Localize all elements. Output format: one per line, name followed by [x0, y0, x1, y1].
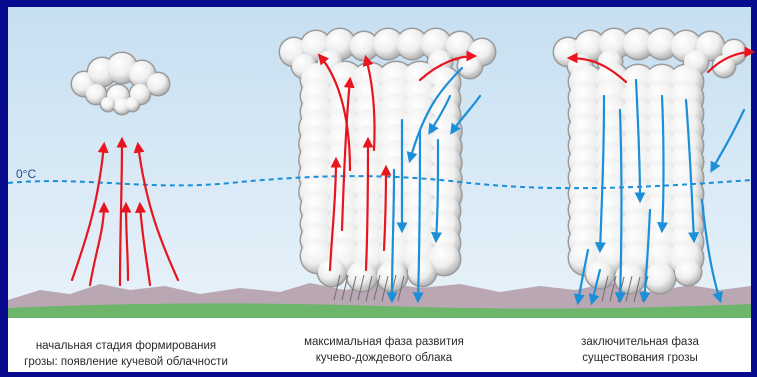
- caption-initial-stage: начальная стадия формирования грозы: поя…: [10, 338, 242, 370]
- caption-final-stage: заключительная фаза существования грозы: [540, 334, 740, 366]
- caption-mature-stage: максимальная фаза развития кучево-дождев…: [268, 334, 500, 366]
- freezing-level-label: 0°C: [16, 167, 36, 181]
